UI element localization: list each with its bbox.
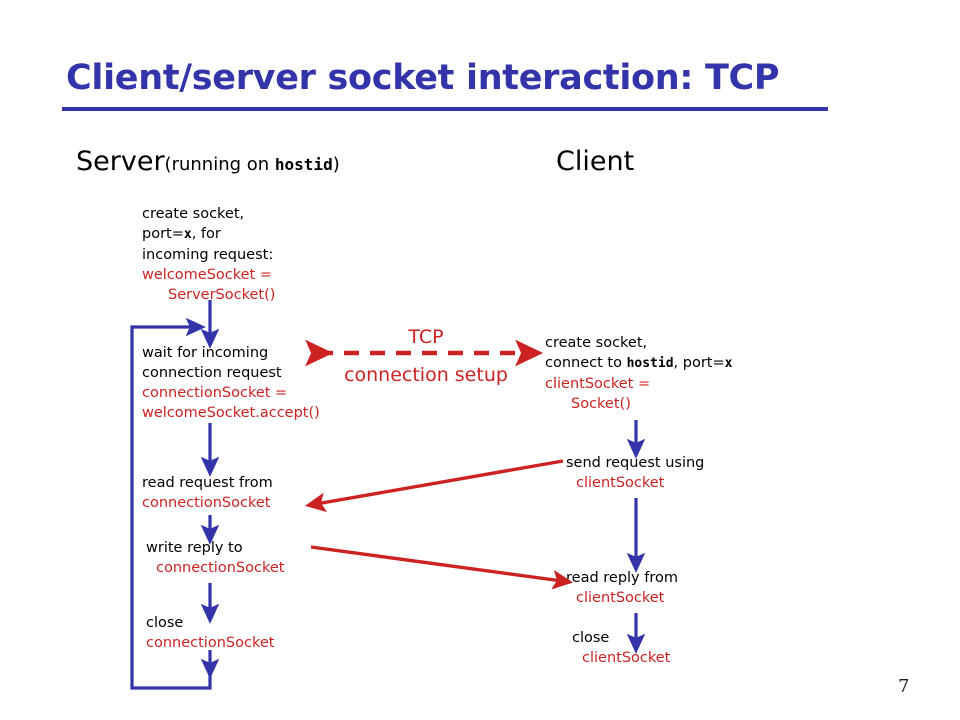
- server-create-code2: ServerSocket(): [168, 287, 276, 303]
- server-create-code1: welcomeSocket =: [142, 267, 272, 283]
- client-read-line1: read reply from: [566, 570, 678, 586]
- client-heading-label: Client: [556, 146, 635, 177]
- client-step-close-socket: close clientSocket: [572, 628, 670, 668]
- tcp-label-line1: TCP: [408, 326, 444, 348]
- client-step-send-request: send request using clientSocket: [566, 453, 704, 493]
- server-step-write-reply: write reply to connectionSocket: [146, 538, 284, 578]
- client-create-port-value: x: [724, 356, 733, 371]
- page-number: 7: [898, 676, 910, 697]
- server-create-line2-prefix: port=: [142, 226, 184, 242]
- client-create-hostid: hostid: [626, 356, 674, 371]
- server-wait-line1: wait for incoming: [142, 345, 269, 361]
- arrow-request-client-to-server: [304, 459, 564, 513]
- client-create-code1: clientSocket =: [545, 376, 651, 392]
- client-create-line1: create socket,: [545, 335, 648, 351]
- server-create-port-value: x: [183, 227, 192, 242]
- tcp-label-line2: connection setup: [344, 364, 508, 386]
- server-create-line2-suffix: , for: [191, 226, 221, 242]
- server-write-code1: connectionSocket: [156, 560, 285, 576]
- client-send-line1: send request using: [566, 455, 705, 471]
- server-read-line1: read request from: [142, 475, 273, 491]
- server-step-read-request: read request from connectionSocket: [142, 473, 273, 513]
- server-heading-label: Server: [76, 146, 165, 177]
- page-title: Client/server socket interaction: TCP: [66, 58, 780, 98]
- client-send-code1: clientSocket: [576, 475, 665, 491]
- tcp-connection-setup-label: TCP connection setup: [326, 325, 526, 387]
- server-step-create-socket: create socket, port=x, for incoming requ…: [142, 204, 275, 305]
- server-heading-note-open: (running on: [164, 154, 275, 175]
- server-create-line3: incoming request:: [142, 247, 274, 263]
- server-write-line1: write reply to: [146, 540, 243, 556]
- client-close-line1: close: [572, 630, 610, 646]
- client-read-code1: clientSocket: [576, 590, 665, 606]
- server-read-code1: connectionSocket: [142, 495, 271, 511]
- server-wait-line2: connection request: [142, 365, 282, 381]
- server-wait-code2: welcomeSocket.accept(): [142, 405, 320, 421]
- client-create-line2-mid: , port=: [673, 355, 725, 371]
- server-step-close-socket: close connectionSocket: [146, 613, 274, 653]
- client-create-line2-prefix: connect to: [545, 355, 627, 371]
- server-wait-code1: connectionSocket =: [142, 385, 288, 401]
- client-column-heading: Client: [556, 146, 634, 177]
- client-create-code2: Socket(): [571, 396, 631, 412]
- server-heading-hostid: hostid: [274, 155, 333, 174]
- client-step-read-reply: read reply from clientSocket: [566, 568, 678, 608]
- title-underline-rule: [62, 107, 828, 111]
- server-heading-note-close: ): [332, 154, 340, 175]
- client-close-code1: clientSocket: [582, 650, 671, 666]
- client-step-create-socket: create socket, connect to hostid, port=x…: [545, 333, 732, 414]
- server-step-wait-connection: wait for incoming connection request con…: [142, 343, 320, 423]
- server-create-line1: create socket,: [142, 206, 245, 222]
- server-close-line1: close: [146, 615, 184, 631]
- server-close-code1: connectionSocket: [146, 635, 275, 651]
- server-column-heading: Server(running on hostid): [76, 146, 340, 177]
- arrow-reply-server-to-client: [310, 545, 574, 590]
